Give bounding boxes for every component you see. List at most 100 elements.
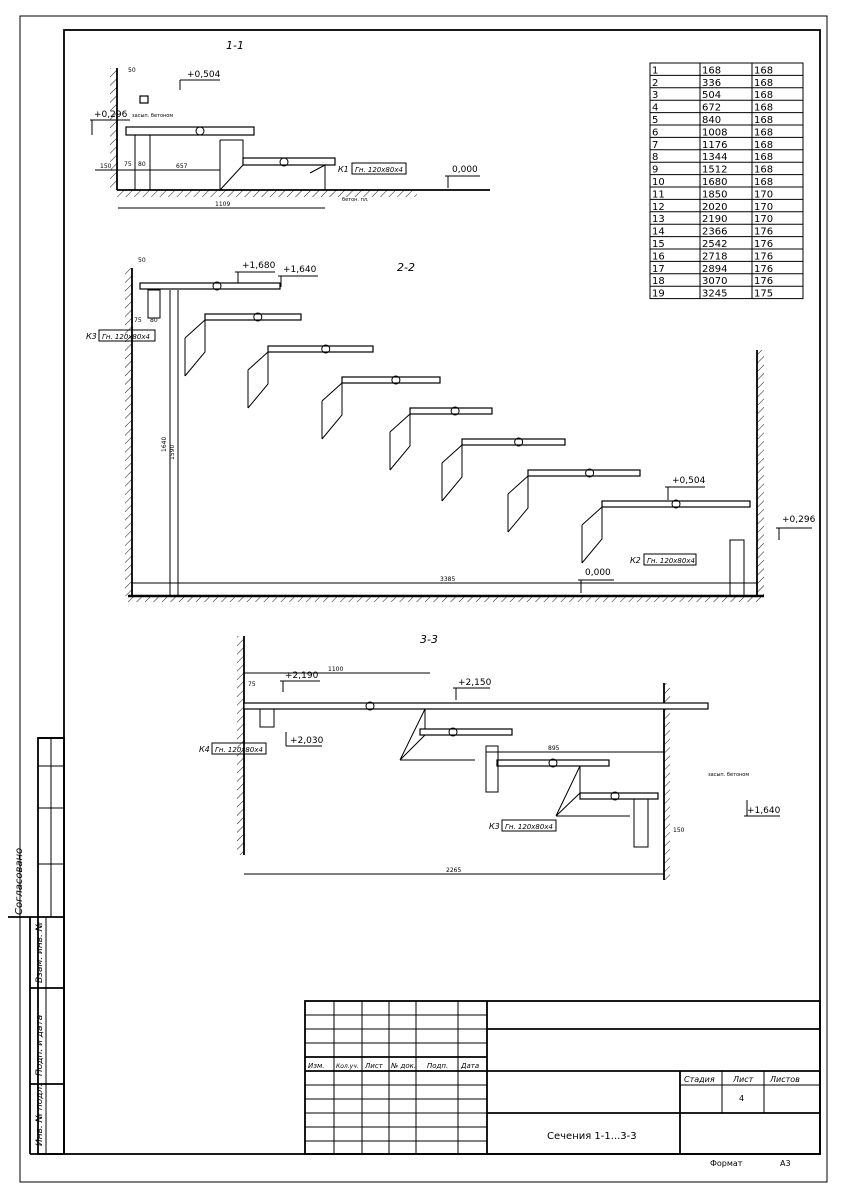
table-cell: 13 [652, 214, 665, 225]
mark-1-1-top: +0,504 [187, 70, 221, 80]
dim-2-2-h2: 1590 [169, 445, 176, 460]
table-row: 13 2190 170 [652, 214, 773, 225]
table-cell: 336 [702, 78, 721, 89]
table-cell: 10 [652, 177, 665, 188]
table-cell: 2020 [702, 202, 727, 213]
step-marker [514, 437, 524, 447]
table-cell: 170 [754, 202, 773, 213]
table-cell: 2190 [702, 214, 727, 225]
table-cell: 168 [754, 115, 773, 126]
tb-header-doc: № док. [390, 1062, 416, 1070]
column-k1-label: К1 [338, 165, 349, 174]
table-cell: 168 [754, 78, 773, 89]
mark-2-2-d: +0,296 [782, 515, 816, 525]
table-row: 10 1680 168 [652, 177, 773, 188]
table-cell: 2 [652, 78, 658, 89]
table-cell: 3 [652, 90, 658, 101]
table-cell: 168 [754, 177, 773, 188]
mark-2-2-zero: 0,000 [585, 568, 611, 578]
stamp-agreed: Согласовано [14, 848, 25, 915]
tb-sheet-number: 4 [739, 1094, 744, 1103]
mark-3-3-c: +2,030 [290, 736, 324, 746]
table-cell: 504 [702, 90, 721, 101]
step-marker [321, 344, 331, 354]
table-cell: 168 [754, 65, 773, 76]
table-cell: 3070 [702, 276, 727, 287]
table-row: 9 1512 168 [652, 165, 773, 176]
ground-hatch-1 [117, 190, 417, 197]
column-k1-profile: Гн. 120х80х4 [355, 166, 403, 174]
dim-2-2-b: 75 [134, 317, 142, 324]
table-cell: 1 [652, 65, 658, 76]
stair-tread [341, 376, 441, 384]
table-row: 12 2020 170 [652, 202, 773, 213]
mark-3-3-d: +1,640 [747, 806, 781, 816]
step-marker [585, 468, 595, 478]
table-row: 2 336 168 [652, 78, 773, 89]
table-cell: 168 [754, 103, 773, 114]
column-k2-label: К2 [630, 556, 641, 565]
tb-drawing-title: Сечения 1-1...3-3 [547, 1131, 637, 1142]
section-2-2-title: 2-2 [397, 261, 415, 274]
dim-1-1-total: 1109 [215, 201, 230, 208]
wall-hatch [110, 68, 117, 190]
table-cell: 2718 [702, 251, 727, 262]
table-cell: 168 [754, 127, 773, 138]
section-3-3-title: 3-3 [420, 633, 438, 646]
table-cell: 16 [652, 251, 665, 262]
tb-header-change: Изм. [308, 1062, 324, 1070]
mark-3-3-b: +2,150 [458, 678, 492, 688]
mark-1-1-zero: 0,000 [452, 165, 478, 175]
table-cell: 176 [754, 239, 773, 250]
column-k3-label-3: К3 [489, 822, 500, 831]
column-k3-profile-3: Гн. 120х80х4 [505, 823, 553, 831]
table-cell: 1176 [702, 140, 727, 151]
table-cell: 18 [652, 276, 665, 287]
table-cell: 17 [652, 264, 665, 275]
table-cell: 1850 [702, 189, 727, 200]
table-cell: 9 [652, 165, 658, 176]
mark-2-2-c: +0,504 [672, 476, 706, 486]
table-cell: 19 [652, 289, 665, 300]
tb-format-value: А3 [780, 1159, 791, 1168]
table-cell: 1512 [702, 165, 727, 176]
table-row: 1 168 168 [652, 65, 773, 76]
note-1-1-b: бетон. пл. [342, 197, 369, 203]
table-cell: 2366 [702, 227, 727, 238]
stair-flight-2-2 [139, 281, 751, 564]
dim-2-2-a: 50 [138, 257, 146, 264]
tb-sheets-label: Листов [769, 1075, 800, 1084]
stair-tread [267, 345, 374, 353]
stamp-inv-replace: Взам. инв. № [35, 922, 45, 983]
dim-2-2-c: 80 [150, 317, 158, 324]
table-cell: 1680 [702, 177, 727, 188]
table-cell: 672 [702, 103, 721, 114]
tb-header-sign: Подп. [427, 1062, 448, 1070]
table-cell: 170 [754, 214, 773, 225]
table-cell: 168 [754, 140, 773, 151]
table-cell: 840 [702, 115, 721, 126]
table-cell: 12 [652, 202, 665, 213]
table-cell: 168 [702, 65, 721, 76]
dim-2-2-total: 3385 [440, 576, 455, 583]
step-marker [391, 375, 401, 385]
table-cell: 3245 [702, 289, 727, 300]
stair-tread [461, 438, 566, 446]
table-cell: 14 [652, 227, 665, 238]
section-3-3: 3-3 +2,190 +2,150 +2,030 +1,640 К4 Гн. 1… [199, 633, 781, 880]
column-k4-profile: Гн. 120х80х4 [215, 746, 263, 754]
table-cell: 168 [754, 165, 773, 176]
table-cell: 5 [652, 115, 658, 126]
table-cell: 8 [652, 152, 658, 163]
table-cell: 176 [754, 276, 773, 287]
mark-3-3-a: +2,190 [285, 671, 319, 681]
table-row: 5 840 168 [652, 115, 773, 126]
table-cell: 175 [754, 289, 773, 300]
table-cell: 6 [652, 127, 658, 138]
